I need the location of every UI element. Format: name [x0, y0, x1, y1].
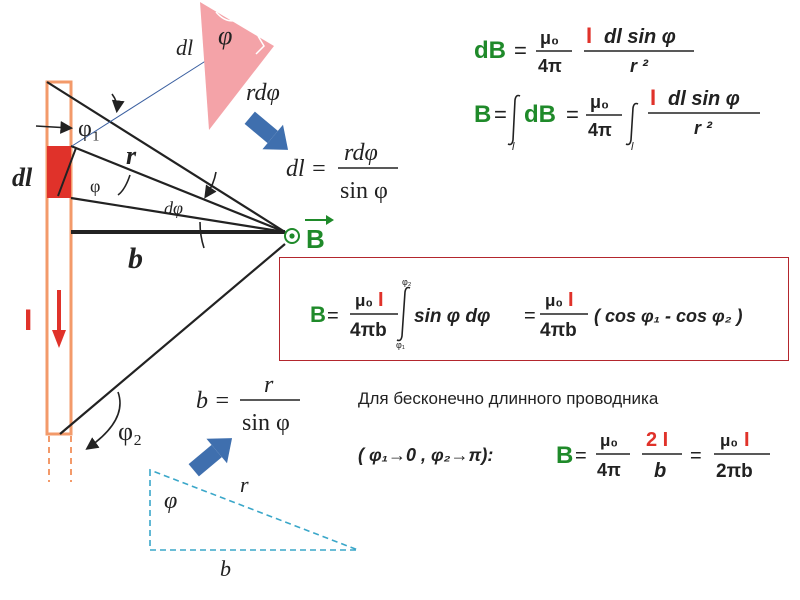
B-4pi: 4π — [588, 120, 612, 140]
B-eq2: = — [566, 102, 579, 127]
dl-diagonal — [57, 147, 77, 197]
inf-I: I — [744, 429, 750, 451]
inf-b: b — [654, 460, 666, 482]
label-rdphi: rdφ — [246, 80, 280, 106]
label-r: r — [126, 141, 137, 170]
label-dphi: dφ — [164, 198, 183, 218]
dB-mu0: μ₀ — [540, 28, 559, 48]
box-cos: ( cos φ₁ - cos φ₂ ) — [594, 306, 743, 326]
label-dl-wire: dl — [12, 163, 33, 192]
box-sin-dphi: sin φ dφ — [414, 306, 490, 327]
dashed-triangle — [149, 468, 359, 551]
box-eq1: = — [327, 305, 339, 327]
blue-arrow-2 — [188, 438, 233, 477]
dl-eq-lhs: dl = — [286, 156, 327, 182]
pink-triangle — [200, 2, 274, 130]
angle-marks — [35, 93, 217, 450]
box-I2: I — [568, 289, 574, 311]
label-dl-top: dl — [176, 35, 193, 60]
dB-eq: = — [514, 38, 527, 63]
dB-lhs: dB — [474, 37, 506, 64]
B-dlsin: dl sin φ — [668, 88, 740, 110]
box-mu0-2: μ₀ — [545, 291, 563, 310]
b-eq-lhs: b = — [196, 388, 230, 414]
B-mu0: μ₀ — [590, 92, 609, 112]
box-lim-top: φ₂ — [402, 277, 412, 287]
box-I1: I — [378, 289, 384, 311]
inf-eq2: = — [690, 445, 702, 467]
box-mu0: μ₀ — [355, 291, 373, 310]
dB-r2: r ² — [630, 56, 649, 76]
box-B: B — [310, 302, 326, 327]
B-integral-2 — [625, 102, 639, 146]
B-eq1: = — [494, 102, 507, 127]
B-I: I — [650, 85, 656, 110]
b-eq-den: sin φ — [242, 410, 290, 436]
b-eq-num: r — [264, 372, 274, 398]
inf-2pib: 2πb — [716, 461, 753, 482]
dl-eq-den: sin φ — [340, 178, 388, 204]
inf-eq1: = — [575, 445, 587, 467]
box-integral — [396, 286, 411, 342]
inf-mu0-2: μ₀ — [720, 431, 738, 450]
blue-arrow-1 — [244, 111, 289, 150]
B-lhs: B — [474, 101, 491, 128]
B-vector-arrowhead — [326, 215, 334, 225]
dl-helper-line — [71, 54, 216, 147]
label-r-dashed: r — [240, 472, 249, 497]
dB-dlsin: dl sin φ — [604, 26, 676, 48]
pink-right-angle — [255, 35, 265, 55]
inf-B: B — [556, 442, 573, 469]
inf-4pi: 4π — [597, 460, 621, 480]
label-B-point: B — [306, 224, 325, 254]
box-eq2: = — [524, 305, 536, 327]
dB-I: I — [586, 23, 592, 48]
infinite-wire-caption: Для бесконечно длинного проводника — [358, 389, 659, 408]
field-point-dot — [289, 233, 295, 239]
pink-phi-arc — [215, 11, 243, 22]
wire — [45, 80, 73, 436]
radial-lines — [46, 81, 286, 435]
inf-limits: ( φ₁→0 , φ₂→π): — [358, 445, 493, 465]
label-b: b — [128, 242, 143, 275]
B-r2: r ² — [694, 118, 713, 138]
current-arrowhead — [52, 330, 66, 348]
label-phi-dashed: φ — [164, 488, 177, 514]
B-int-sub2: l — [631, 141, 634, 153]
label-phi-top: φ — [218, 21, 232, 50]
boxed-formula-frame — [279, 257, 789, 361]
label-phi2: φ₂ — [118, 417, 142, 446]
inf-2I: 2 I — [646, 429, 668, 451]
B-int-sub1: l — [512, 141, 515, 153]
dB-4pi: 4π — [538, 56, 562, 76]
label-I: I — [24, 304, 32, 337]
label-phi-small: φ — [90, 176, 100, 196]
label-b-dashed: b — [220, 556, 231, 581]
box-4pib1: 4πb — [350, 320, 387, 341]
box-4pib2: 4πb — [540, 320, 577, 341]
B-int-dB: dB — [524, 101, 556, 128]
dl-eq-num: rdφ — [344, 140, 378, 166]
inf-mu0: μ₀ — [600, 431, 618, 450]
box-lim-bot: φ₁ — [396, 340, 405, 350]
label-phi1: φ₁ — [78, 116, 100, 142]
B-integral-1 — [507, 94, 521, 146]
